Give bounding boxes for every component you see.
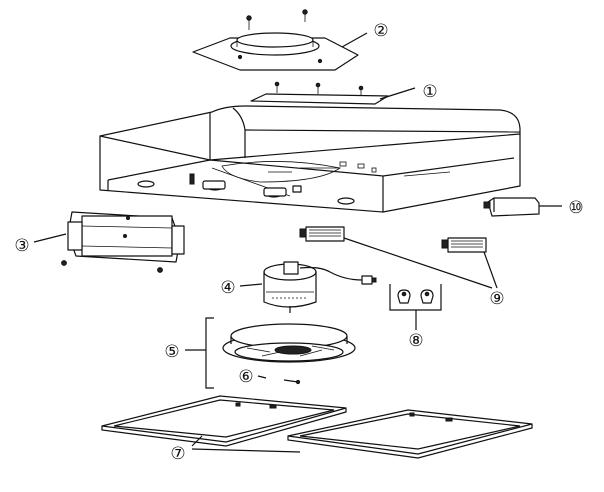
callout-9-label: ⑨ (489, 289, 504, 309)
lamp-socket-bracket (390, 284, 441, 310)
callout-7: ⑦ (170, 444, 185, 464)
callout-4-label: ④ (220, 278, 235, 298)
cover-plate (251, 82, 388, 104)
callout-4: ④ (220, 278, 235, 298)
callout-5: ⑤ (164, 342, 179, 362)
callout-8: ⑧ (408, 331, 423, 351)
callout-10: ⑩ (568, 198, 583, 218)
callout-6: ⑥ (238, 367, 253, 387)
callout-7-label: ⑦ (170, 444, 185, 464)
duct-adapter-plate (193, 10, 358, 70)
callout-2-label: ② (373, 21, 388, 41)
callout-5-label: ⑤ (164, 342, 179, 362)
range-hood-body (100, 106, 520, 212)
callout-1: ① (422, 82, 437, 102)
blower-fan-assembly (206, 318, 355, 388)
grease-filter-right (288, 410, 532, 458)
callout-1-label: ① (422, 82, 437, 102)
light-junction-box (62, 212, 184, 272)
callout-9: ⑨ (489, 289, 504, 309)
control-switch-module (484, 198, 539, 216)
callout-3: ③ (14, 236, 29, 256)
callout-6-label: ⑥ (238, 367, 253, 387)
blower-motor (264, 262, 376, 313)
callout-3-label: ③ (14, 236, 29, 256)
light-lens-pair (300, 227, 486, 252)
callout-8-label: ⑧ (408, 331, 423, 351)
fan-screw (284, 380, 300, 384)
callout-10-label: ⑩ (568, 198, 583, 218)
callout-2: ② (373, 21, 388, 41)
